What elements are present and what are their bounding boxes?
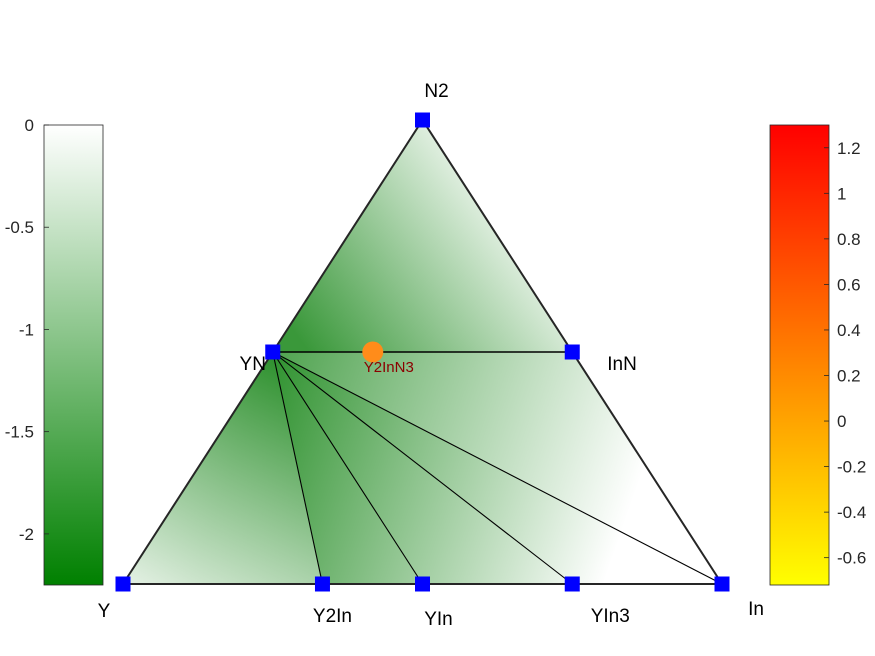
colorbar-tick-label: 0.4 <box>837 321 861 340</box>
phase-markers <box>115 112 730 592</box>
phase-marker <box>564 576 580 592</box>
phase-marker <box>265 344 281 360</box>
phase-marker <box>314 576 330 592</box>
colorbar-tick-label: -2 <box>19 525 34 544</box>
phase-label: Y <box>98 601 111 622</box>
colorbar-tick-label: -0.5 <box>5 218 34 237</box>
unstable-phase-marker <box>362 341 384 363</box>
phase-label: InN <box>607 354 637 375</box>
colorbar-tick-label: 0 <box>837 412 846 431</box>
colorbar-tick-label: -0.4 <box>837 503 866 522</box>
phase-label: In <box>748 599 764 620</box>
tie-lines <box>272 351 723 585</box>
tie-line <box>272 351 723 585</box>
colorbar-tick-label: -0.2 <box>837 458 866 477</box>
phase-label: YIn <box>424 609 453 630</box>
tie-line <box>272 351 324 585</box>
colorbar-tick-label: 0 <box>25 116 34 135</box>
tie-line <box>272 351 423 585</box>
phase-marker <box>115 576 131 592</box>
colorbar-tick-label: -1 <box>19 320 34 339</box>
phase-marker <box>714 576 730 592</box>
phase-marker <box>564 344 580 360</box>
right-colorbar-ticks: 1.2 1 0.8 0.6 0.4 0.2 0 -0.2 -0.4 -0.6 <box>824 139 866 568</box>
right-colorbar-bar <box>769 124 830 586</box>
left-colorbar: 0 -0.5 -1 -1.5 -2 <box>5 116 104 586</box>
colorbar-tick-label: 1.2 <box>837 139 861 158</box>
shade-region-top <box>272 120 573 352</box>
unstable-phase-markers <box>362 341 384 363</box>
colorbar-tick-label: -0.6 <box>837 549 866 568</box>
colorbar-tick-label: 0.6 <box>837 275 861 294</box>
colorbar-tick-label: -1.5 <box>5 423 34 442</box>
colorbar-tick-label: 1 <box>837 184 846 203</box>
phase-label: YIn3 <box>591 606 630 627</box>
phase-label: Y2In <box>313 606 352 627</box>
shade-region-left <box>123 352 323 584</box>
phase-label: N2 <box>424 81 448 102</box>
tie-line <box>272 351 573 585</box>
colorbar-tick-label: 0.8 <box>837 230 861 249</box>
phase-marker <box>415 112 430 128</box>
phase-marker <box>415 576 430 592</box>
unstable-phase-label: Y2InN3 <box>364 359 414 376</box>
colorbar-tick-label: 0.2 <box>837 366 861 385</box>
phase-label: YN <box>240 354 266 375</box>
right-colorbar: 1.2 1 0.8 0.6 0.4 0.2 0 -0.2 -0.4 -0.6 <box>769 124 866 586</box>
left-colorbar-ticks: 0 -0.5 -1 -1.5 -2 <box>5 116 49 544</box>
left-colorbar-bar <box>43 124 104 586</box>
